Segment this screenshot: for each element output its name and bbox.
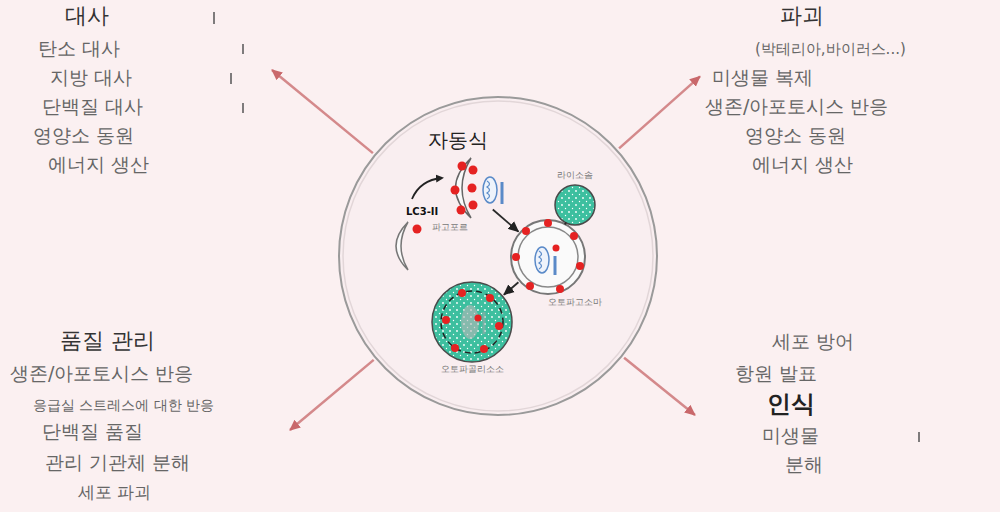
lc3-dot bbox=[469, 201, 478, 210]
node-text: 탄소 대사 bbox=[38, 37, 120, 60]
process-arrow bbox=[565, 222, 566, 224]
lc3-dot bbox=[451, 186, 460, 195]
function-arrow bbox=[290, 360, 374, 430]
node-heading: 품질 관리 bbox=[60, 328, 155, 354]
node-text: 에너지 생산 bbox=[48, 153, 149, 176]
stray-mark bbox=[918, 432, 920, 442]
node-text: 세포 파괴 bbox=[78, 482, 151, 502]
autolysosome-texture bbox=[433, 283, 511, 361]
function-group: 대사탄소 대사지방 대사단백질 대사영양소 동원에너지 생산 bbox=[25, 0, 272, 182]
lc3-dot bbox=[458, 289, 466, 297]
teal-vesicle bbox=[555, 185, 595, 225]
stray-mark-group bbox=[214, 12, 919, 442]
lc3-dot bbox=[442, 316, 450, 324]
lc3-dot bbox=[468, 184, 477, 193]
lc3-dot bbox=[522, 227, 530, 235]
stray-mark bbox=[213, 12, 215, 24]
lysosome-texture bbox=[556, 186, 594, 224]
part-label: LC3-II bbox=[406, 206, 438, 218]
node-text: 영양소 동원 bbox=[745, 124, 846, 147]
node-text: 응급실 스트레스에 대한 반응 bbox=[33, 397, 214, 414]
node-heading: 파괴 bbox=[780, 3, 824, 29]
lc3-dot bbox=[475, 315, 482, 322]
node-heading: 대사 bbox=[65, 3, 109, 29]
function-group: 품질 관리생존/아포토시스 반응응급실 스트레스에 대한 반응단백질 품질관리 … bbox=[5, 322, 290, 510]
lc3-dot bbox=[553, 245, 560, 252]
node-heading: 오토파골리소소 bbox=[441, 364, 504, 375]
lc3-dot bbox=[512, 253, 520, 261]
node-text: 에너지 생산 bbox=[752, 153, 853, 176]
lc3-dot bbox=[576, 262, 584, 270]
node-text: 생존/아포토시스 반응 bbox=[10, 362, 193, 385]
node-text: (박테리아,바이러스...) bbox=[755, 40, 906, 58]
node-text: 지방 대사 bbox=[50, 66, 132, 89]
mitochondrion-cristae bbox=[487, 181, 490, 199]
lc3-dot bbox=[480, 345, 488, 353]
cargo-bar bbox=[501, 182, 504, 204]
lc3-dot bbox=[413, 225, 422, 234]
node-text: 생존/아포토시스 반응 bbox=[705, 95, 888, 118]
node-text: 단백질 품질 bbox=[42, 420, 143, 443]
node-text: 영양소 동원 bbox=[33, 124, 134, 147]
node-text: 분해 bbox=[785, 453, 823, 476]
mitochondrion bbox=[483, 177, 497, 203]
mitochondrion bbox=[535, 247, 549, 273]
node-text: 미생물 bbox=[762, 424, 819, 447]
degrading-mitochondrion bbox=[461, 305, 479, 339]
node-heading: 세포 방어 bbox=[772, 330, 854, 353]
stray-mark bbox=[230, 73, 232, 84]
lc3-dot bbox=[469, 166, 478, 175]
mitochondrion-cristae bbox=[539, 251, 542, 269]
lc3-dot bbox=[526, 282, 534, 290]
stray-mark bbox=[242, 103, 244, 113]
degrading-cargo bbox=[483, 312, 486, 334]
lc3-dot bbox=[544, 219, 552, 227]
function-group: 세포 방어항원 발표인식미생물분해 bbox=[695, 322, 895, 487]
function-arrow bbox=[272, 70, 373, 153]
node-text: 관리 기관체 분해 bbox=[45, 451, 190, 474]
function-arrow bbox=[624, 358, 695, 415]
stray-mark bbox=[242, 44, 244, 54]
cell-inner-ring bbox=[343, 101, 653, 411]
lc3-dots bbox=[442, 289, 503, 353]
node-heading: 파고포르 bbox=[432, 222, 468, 233]
lc3-dot bbox=[556, 285, 564, 293]
node-heading: 자동식 bbox=[428, 128, 488, 152]
node-text: 단백질 대사 bbox=[42, 95, 143, 118]
lc3-dot bbox=[457, 206, 466, 215]
cell-membrane bbox=[339, 97, 657, 415]
cargo-bar bbox=[554, 256, 557, 275]
node-heading: 라이소솜 bbox=[557, 170, 593, 181]
vesicle-outer-membrane bbox=[511, 220, 585, 294]
node-text: 항원 발표 bbox=[735, 362, 817, 385]
node-heading: 오토파고소마 bbox=[548, 297, 602, 308]
lc3-dot bbox=[495, 322, 503, 330]
lc3-dot bbox=[458, 162, 467, 171]
lc3-dot bbox=[570, 232, 578, 240]
function-group: 파괴 (박테리아,바이러스...) 미생물 복제생존/아포토시스 반응영양소 동원에… bbox=[700, 0, 975, 182]
autolysosome-membrane bbox=[441, 291, 503, 353]
lc3-dot bbox=[486, 294, 494, 302]
function-arrow bbox=[619, 76, 700, 148]
lc3-dot bbox=[451, 344, 459, 352]
cell-circle: 자동식파고포르 라이소솜오토파고소마오토파골리소소 bbox=[338, 96, 658, 416]
lc3-dots bbox=[512, 219, 584, 293]
node-text: 인식 bbox=[767, 390, 815, 419]
node-text: 미생물 복제 bbox=[712, 66, 813, 89]
teal-vesicle bbox=[432, 282, 512, 362]
